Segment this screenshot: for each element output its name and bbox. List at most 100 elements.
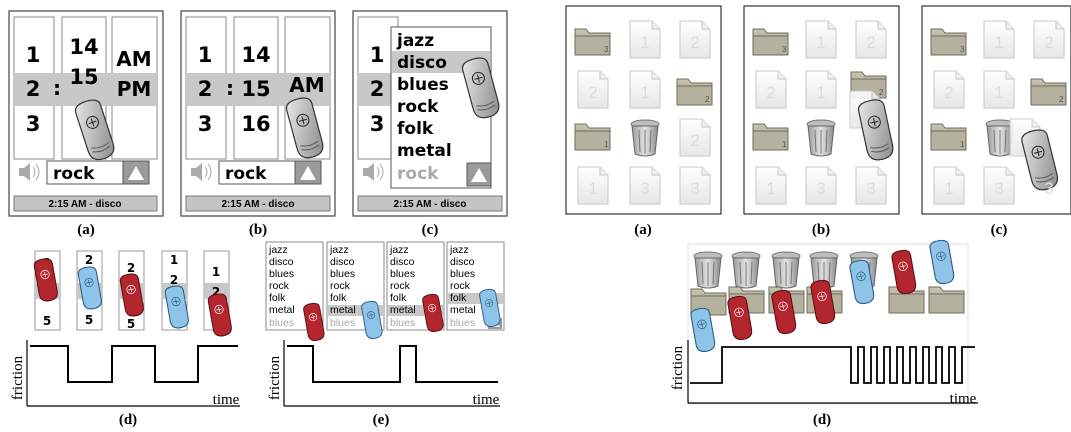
friction-signal xyxy=(690,346,975,384)
caption-right-c: (c) xyxy=(991,222,1008,238)
y-axis-label: friction xyxy=(10,355,26,400)
list-item: rock xyxy=(269,280,290,292)
badge: 1 xyxy=(640,33,649,52)
x-axis-label: time xyxy=(950,391,977,407)
up-arrow-icon xyxy=(471,168,487,182)
friction-signal xyxy=(30,345,238,383)
finger-red xyxy=(32,257,60,303)
list-item: blues xyxy=(269,268,294,280)
status-text: 2:15 AM - disco xyxy=(222,199,295,210)
hour-3: 3 xyxy=(370,112,385,136)
badge: 1 xyxy=(994,83,1003,102)
ampm-am: AM xyxy=(116,47,151,71)
list-item: blues xyxy=(390,268,415,280)
list-item: jazz xyxy=(329,244,349,256)
friction-signal xyxy=(287,345,498,383)
finger-red xyxy=(809,278,837,326)
up-arrow-icon xyxy=(300,166,316,180)
list-item: disco xyxy=(269,256,294,268)
mini-list: jazz disco blues rock folk metal blues xyxy=(446,241,505,331)
finger-red xyxy=(770,288,798,336)
caption-left-e: (e) xyxy=(373,412,390,428)
badge: 2 xyxy=(690,131,699,150)
badge: 2 xyxy=(1059,95,1064,104)
caption-left-d: (d) xyxy=(119,412,137,428)
finger-blue xyxy=(360,299,384,341)
up-arrow-icon xyxy=(128,166,144,180)
list-item: jazz xyxy=(268,244,288,256)
badge: 1 xyxy=(766,179,775,198)
left-panel-c: 1 2 3 jazz disco blues rock folk metal r… xyxy=(352,10,508,238)
finger-red xyxy=(302,301,326,343)
list-item: folk xyxy=(390,292,407,304)
badge: 2 xyxy=(766,83,775,102)
badge: 1 xyxy=(944,179,953,198)
badge: 2 xyxy=(1044,33,1053,52)
caption-right-a: (a) xyxy=(634,222,652,238)
strip-value: 1 xyxy=(170,253,178,267)
badge: 3 xyxy=(604,45,609,54)
list-item: metal xyxy=(269,304,295,316)
finger-blue xyxy=(848,258,876,306)
list-item: disco xyxy=(330,256,355,268)
left-panel-a: 1 2 3 : 14 15 AM PM rock 2:15 AM - disco… xyxy=(8,10,164,238)
finger-blue xyxy=(689,306,717,354)
caption-right-b: (b) xyxy=(812,222,830,238)
finger-red xyxy=(726,294,754,342)
list-item: blues xyxy=(269,317,294,329)
list-item: blues xyxy=(450,317,475,329)
strip-value: 2 xyxy=(85,253,93,267)
ampm-am: AM xyxy=(289,73,324,97)
list-item: disco xyxy=(450,256,475,268)
finger-gray xyxy=(460,55,502,121)
hour-3: 3 xyxy=(198,112,213,136)
badge: 3 xyxy=(816,179,825,198)
hour-2: 2 xyxy=(198,77,213,101)
finger-gray xyxy=(72,96,118,164)
badge: 2 xyxy=(944,83,953,102)
finger-gray xyxy=(1019,127,1061,193)
badge: 2 xyxy=(879,88,884,97)
list-item: folk xyxy=(269,292,286,304)
hour-1: 1 xyxy=(26,43,41,67)
badge: 2 xyxy=(588,83,597,102)
list-item: blues xyxy=(397,75,449,95)
list-item: jazz xyxy=(396,31,434,51)
y-axis-label: friction xyxy=(670,345,686,390)
strip-value: 1 xyxy=(212,265,220,279)
list-item: rock xyxy=(450,280,471,292)
strip-value: 2 xyxy=(212,285,220,299)
minute-15: 15 xyxy=(241,77,270,101)
left-panel-d: 2 5 2 5 2 5 1 2 1 2 xyxy=(10,250,240,428)
speaker-icon xyxy=(191,163,212,181)
speaker-icon xyxy=(363,163,384,181)
badge: 3 xyxy=(782,45,787,54)
colon: : xyxy=(226,76,234,100)
status-text: 2:15 AM - disco xyxy=(394,199,467,210)
hour-1: 1 xyxy=(370,43,385,67)
badge: 1 xyxy=(960,140,965,149)
badge: 1 xyxy=(994,33,1003,52)
caption-left-b: (b) xyxy=(249,222,267,238)
genre-list: jazz disco blues rock folk metal rock xyxy=(396,31,452,184)
minute-14: 14 xyxy=(241,43,270,67)
genre-value: rock xyxy=(53,164,95,184)
finger-gray xyxy=(856,97,896,163)
badge: 2 xyxy=(690,33,699,52)
left-panel-b: 1 2 3 : 14 15 16 AM rock 2:15 AM - disco… xyxy=(180,10,336,238)
badge: 1 xyxy=(640,83,649,102)
list-item: blues xyxy=(390,317,415,329)
status-text: 2:15 AM - disco xyxy=(49,199,122,210)
list-item: metal xyxy=(330,304,356,316)
badge: 1 xyxy=(588,179,597,198)
badge: 2 xyxy=(705,95,710,104)
x-axis-label: time xyxy=(213,392,240,408)
list-item: folk xyxy=(450,292,467,304)
list-item: rock xyxy=(397,97,439,117)
finger-blue xyxy=(928,238,956,286)
finger-gray xyxy=(284,95,326,161)
genre-value: rock xyxy=(225,164,267,184)
strip-value: 5 xyxy=(43,314,51,328)
badge: 2 xyxy=(866,33,875,52)
